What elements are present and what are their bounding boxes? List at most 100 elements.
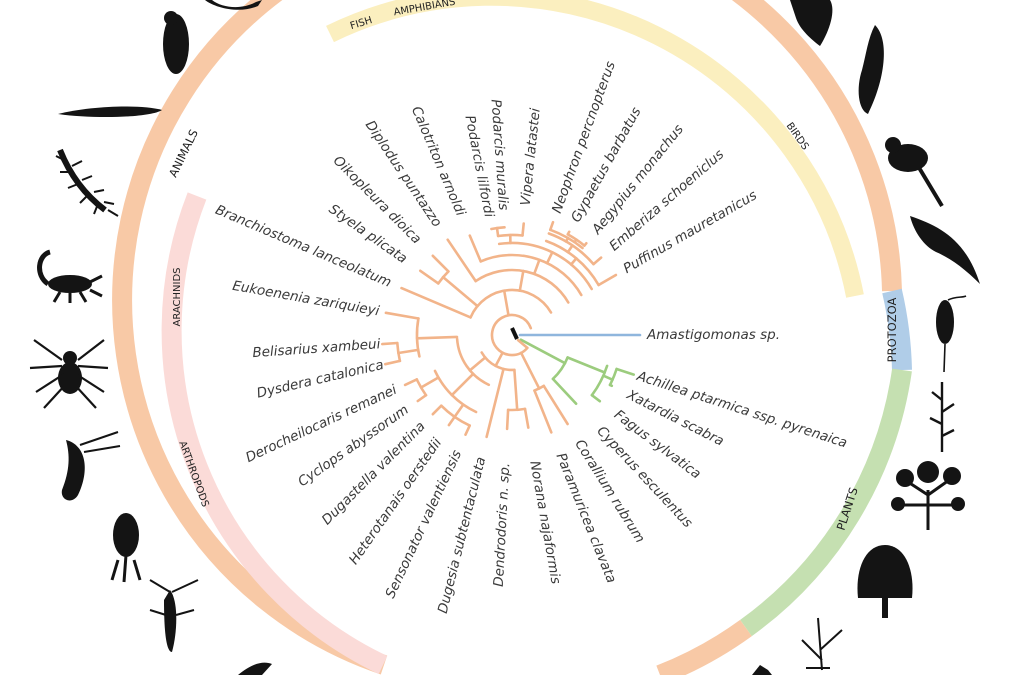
- animals-branch: [384, 311, 420, 320]
- animals-branch: [569, 257, 578, 266]
- fish-amphib-birds-ring: [326, 0, 864, 298]
- plants-branch: [590, 393, 602, 403]
- animals-ring-bottom: [656, 619, 752, 675]
- animals-ring: [112, 0, 902, 675]
- vertebrata-arc: [474, 268, 570, 304]
- tetrapoda-arc: [479, 253, 583, 297]
- snake-silhouette-icon: [205, 0, 262, 10]
- animals-branch: [518, 269, 525, 293]
- plants-ring: [740, 368, 912, 637]
- vulture-silhouette-icon: [790, 0, 884, 114]
- animals-branch: [505, 408, 510, 431]
- animals-branch: [468, 356, 487, 372]
- animals-branch: [519, 351, 541, 390]
- animals-branch: [383, 359, 402, 366]
- species-label: Branchiostoma lanceolatum: [213, 202, 394, 291]
- seabird-silhouette-icon: [910, 216, 980, 284]
- animals-branch: [523, 407, 530, 429]
- animals-group-label: ANIMALS: [166, 127, 201, 179]
- herb-silhouette-icon: [752, 665, 772, 675]
- protozoa-ring: [882, 288, 912, 371]
- group-rings: [112, 0, 912, 675]
- animals-branch: [495, 226, 500, 238]
- animals-branch: [597, 273, 618, 287]
- protozoa-group-label: PROTOZOA: [885, 298, 899, 363]
- songbird-silhouette-icon: [885, 137, 944, 208]
- animals-branch: [502, 289, 510, 317]
- species-labels: Amastigomonas sp.Achillea ptarmica ssp. …: [213, 59, 849, 615]
- species-label: Eukoenenia zariquieyi: [231, 278, 381, 320]
- animals-branch: [573, 238, 578, 244]
- animals-branch: [494, 351, 504, 368]
- animals-branch: [542, 384, 569, 426]
- animals-branch: [464, 424, 472, 437]
- centipede-silhouette-icon: [55, 148, 119, 217]
- animals-branch: [516, 338, 529, 350]
- plants-branch: [551, 377, 578, 406]
- herb-silhouette-icon: [801, 617, 843, 671]
- root-marker: [510, 327, 519, 340]
- worm-silhouette-icon: [58, 106, 162, 118]
- animals-branch: [397, 348, 420, 355]
- species-label: Amastigomonas sp.: [646, 327, 780, 343]
- plants-branch: [566, 356, 607, 374]
- arthropoda-arc: [455, 337, 491, 387]
- bird-silhouette-icon: [238, 662, 272, 675]
- animals-branch: [513, 368, 519, 412]
- plants-arc: [608, 367, 618, 387]
- tree-silhouette-icon: [857, 545, 913, 618]
- species-label: Norana najaformis: [526, 460, 563, 586]
- species-label: Belisarius xambeui: [252, 336, 381, 361]
- animals-branch: [450, 372, 475, 397]
- animals-branch: [453, 403, 465, 419]
- animals-branch: [564, 236, 570, 243]
- animals-branch: [533, 389, 553, 434]
- shrub-silhouette-icon: [891, 461, 965, 530]
- shrimp-silhouette-icon: [149, 579, 199, 652]
- animals-branch: [446, 238, 478, 283]
- plants-branch: [608, 383, 614, 388]
- tree-branches: [380, 220, 642, 439]
- arach-arthro-ring: [161, 192, 388, 675]
- animals-branch: [521, 222, 526, 237]
- animals-branch: [548, 220, 555, 232]
- animals-branch: [485, 367, 505, 439]
- animals-branch: [380, 341, 399, 346]
- spider-silhouette-icon: [29, 339, 109, 409]
- animals-branch: [441, 275, 479, 308]
- protozoan-silhouette-icon: [936, 295, 967, 373]
- animals-branch: [431, 404, 443, 416]
- plants-branch: [615, 367, 636, 376]
- animals-branch: [566, 230, 571, 236]
- crustacean-silhouette-icon: [61, 431, 121, 501]
- organism-silhouettes: [29, 0, 980, 675]
- herb-silhouette-icon: [929, 382, 955, 452]
- species-label: Vipera latastei: [518, 107, 544, 206]
- animals-branch: [566, 244, 574, 254]
- animals-branch: [468, 234, 483, 263]
- arachnids-group-label: ARACHNIDS: [172, 267, 183, 326]
- animals-branch: [403, 378, 419, 387]
- animals-branch: [545, 251, 554, 265]
- plants-branch: [602, 374, 614, 382]
- animals-branch: [418, 269, 440, 285]
- animals-branch: [447, 415, 456, 427]
- animals-branch: [416, 393, 428, 403]
- animals-branch: [583, 242, 588, 247]
- chordata-arc: [469, 288, 553, 319]
- species-label: Podarcis muralis: [488, 99, 512, 211]
- species-label: Dendrodoris n. sp.: [491, 462, 513, 587]
- scorpion-silhouette-icon: [37, 249, 103, 303]
- bird-silhouette-icon: [163, 11, 189, 74]
- animals-branch: [415, 335, 459, 340]
- animals-branch: [592, 256, 603, 266]
- plants-branch: [519, 338, 567, 365]
- copepod-silhouette-icon: [110, 513, 142, 583]
- animals-branch: [419, 376, 440, 389]
- animals-branch: [532, 258, 541, 276]
- animals-branch: [400, 286, 472, 319]
- animals-branch: [431, 254, 450, 273]
- animals-root-arc: [490, 313, 533, 357]
- species-label: Paramuricea clavata: [552, 451, 619, 586]
